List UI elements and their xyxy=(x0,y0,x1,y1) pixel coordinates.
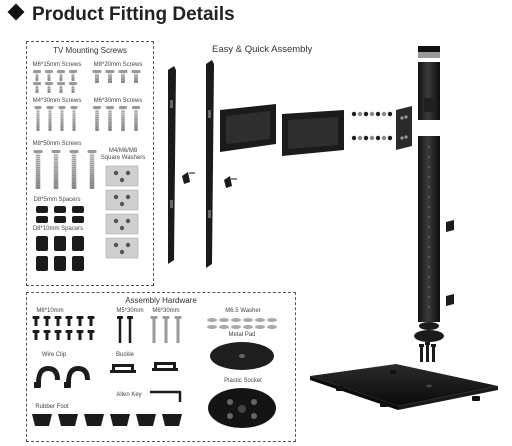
tv-screws-heading: TV Mounting Screws xyxy=(53,46,127,55)
frame-bolt-icons xyxy=(351,111,393,141)
hardware-m5x30-screws xyxy=(117,316,133,343)
label-plastic-socket: Plastic Socket xyxy=(224,378,262,384)
allen-key-icon xyxy=(150,390,182,402)
buckle-icon xyxy=(110,362,178,373)
label-m6x10: M6*10mm xyxy=(36,308,64,314)
pole-clip-icon xyxy=(446,220,454,306)
base-plate-icon xyxy=(310,364,498,410)
tv-screws-panel xyxy=(26,41,154,286)
spacers-10mm xyxy=(36,236,84,271)
label-square-washers: M4/M6/M8 Square Washers xyxy=(100,148,146,161)
vesa-bracket-left-icon xyxy=(168,66,176,264)
vesa-bracket-right-icon xyxy=(206,60,214,268)
assembly-hardware-panel xyxy=(26,292,296,442)
bracket-knob-icon xyxy=(182,172,237,188)
pole-bracket-plate-icon xyxy=(396,106,412,150)
wire-clip-icon xyxy=(34,366,90,388)
pole-upper-section-icon xyxy=(418,62,440,120)
screws-m6x15 xyxy=(33,70,77,93)
label-m6x15: M6*15mm Screws xyxy=(32,62,82,68)
page-title: Product Fitting Details xyxy=(7,3,235,26)
label-rubber-foot: Rubber Foot xyxy=(35,404,69,410)
label-m6x30-hw: M6*30mm xyxy=(152,308,180,314)
label-m8x50: M8*50mm Screws xyxy=(32,141,82,147)
screws-m4x30 xyxy=(34,106,78,131)
base-bolts-icon xyxy=(419,342,436,362)
label-wire-clip: Wire Clip xyxy=(41,352,67,358)
label-spacers-10mm: D8*10mm Spacers xyxy=(32,226,84,232)
plastic-socket-icon xyxy=(208,388,276,428)
rubber-foot-icons xyxy=(32,414,182,426)
label-m8x20: M8*20mm Screws xyxy=(93,62,143,68)
square-washers xyxy=(105,165,139,259)
label-buckle: Buckle xyxy=(115,352,134,358)
pole-main-section-icon xyxy=(418,136,440,322)
pole-base-connector-icon xyxy=(414,322,444,342)
screws-m8x50 xyxy=(33,150,97,189)
pole-top-cap-icon xyxy=(418,46,440,58)
hardware-washers xyxy=(207,318,277,329)
label-m6x30: M6*30mm Screws xyxy=(93,98,143,104)
label-allen-key: Allen Key xyxy=(116,392,142,398)
screws-m8x20 xyxy=(92,70,141,83)
label-m65-washer: M6.5 Washer xyxy=(225,308,261,314)
screws-m6x30 xyxy=(93,106,140,131)
spacers-5mm xyxy=(36,206,84,223)
label-m5x30: M5*30mm xyxy=(116,308,144,314)
mounting-frame-icon xyxy=(220,104,344,156)
metal-pad-icon xyxy=(210,342,274,370)
hardware-m6x10-screws xyxy=(32,316,95,340)
assembly-label: Easy & Quick Assembly xyxy=(212,44,313,55)
label-spacers-5mm: D8*5mm Spacers xyxy=(33,197,81,203)
label-m4x30: M4*30mm Screws xyxy=(32,98,82,104)
hardware-heading: Assembly Hardware xyxy=(125,296,197,305)
hardware-m6x30-screws xyxy=(150,316,182,343)
base-feet-icon xyxy=(336,370,480,407)
label-metal-pad: Metal Pad xyxy=(228,332,256,338)
